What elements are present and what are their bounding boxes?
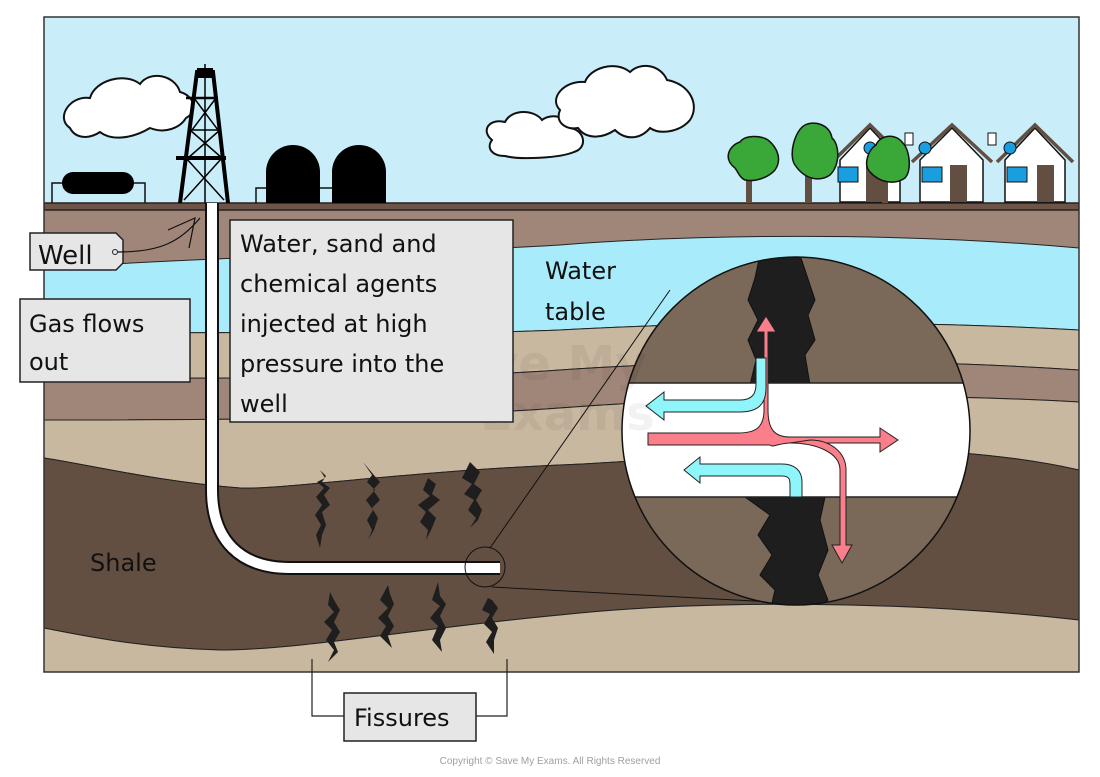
drilling-rig-icon: [176, 64, 230, 204]
tree-icon: [791, 122, 839, 203]
fissure-icon: [378, 585, 394, 648]
ground-surface-strip: [44, 202, 1079, 211]
fissure-icon: [430, 582, 446, 652]
fissures-bracket: [311, 659, 508, 717]
water-flow-arrows: [645, 357, 803, 498]
fissures-label: Fissures: [311, 659, 508, 742]
fissure-icon: [418, 478, 440, 540]
house-icon: [987, 122, 1075, 203]
storage-tank-horizontal-icon: [51, 172, 146, 203]
copyright-notice: Copyright © Save My Exams. All Rights Re…: [439, 756, 661, 767]
fissure-icon: [324, 592, 340, 662]
water-table-label-line1: Water: [545, 257, 616, 285]
magnify-focus-circle: [464, 546, 506, 588]
water-table-label-line2: table: [545, 298, 606, 326]
injection-description-label: Water, sand and chemical agents injected…: [229, 219, 514, 423]
svg-text:Fissures: Fissures: [354, 704, 450, 732]
cloud-icon: [555, 64, 695, 139]
arrowhead-icon: [167, 216, 196, 249]
svg-text:Gas flows: Gas flows: [29, 310, 144, 338]
magnify-guide-line-top: [489, 289, 671, 549]
tag-hole-icon: [112, 249, 118, 255]
gas-flow-arrows: [647, 315, 899, 565]
svg-text:injected at high: injected at high: [240, 310, 428, 338]
svg-text:Water, sand and: Water, sand and: [240, 230, 437, 258]
svg-text:Well: Well: [38, 241, 93, 271]
tree-icon: [865, 135, 910, 203]
gas-flows-out-label: Gas flows out: [19, 298, 191, 383]
svg-text:well: well: [240, 390, 288, 418]
fissures-upper: [315, 462, 482, 548]
gas-arrow-down-icon: [789, 439, 853, 565]
magnified-circle-outline: [621, 256, 971, 606]
water-arrow-upper-icon: [645, 357, 767, 422]
fissure-icon: [462, 462, 482, 528]
tree-icon: [727, 135, 780, 203]
water-arrow-lower-icon: [683, 455, 803, 498]
gas-arrow-main-icon: [647, 315, 899, 453]
fissures-lower: [324, 582, 498, 662]
svg-text:out: out: [29, 348, 68, 376]
fissure-icon: [482, 598, 498, 654]
well-pipe-interior: [207, 203, 500, 573]
svg-text:chemical agents: chemical agents: [240, 270, 437, 298]
shale-label: Shale: [90, 549, 157, 577]
house-icon: [904, 122, 994, 203]
fissure-icon: [363, 462, 380, 540]
magnified-view: [622, 257, 970, 605]
svg-text:pressure into the: pressure into the: [240, 350, 444, 378]
well-label: Well: [29, 216, 201, 271]
storage-tank-dome-icon: [255, 145, 386, 203]
fissure-icon: [315, 470, 330, 548]
magnified-fissure-bottom: [743, 496, 829, 605]
